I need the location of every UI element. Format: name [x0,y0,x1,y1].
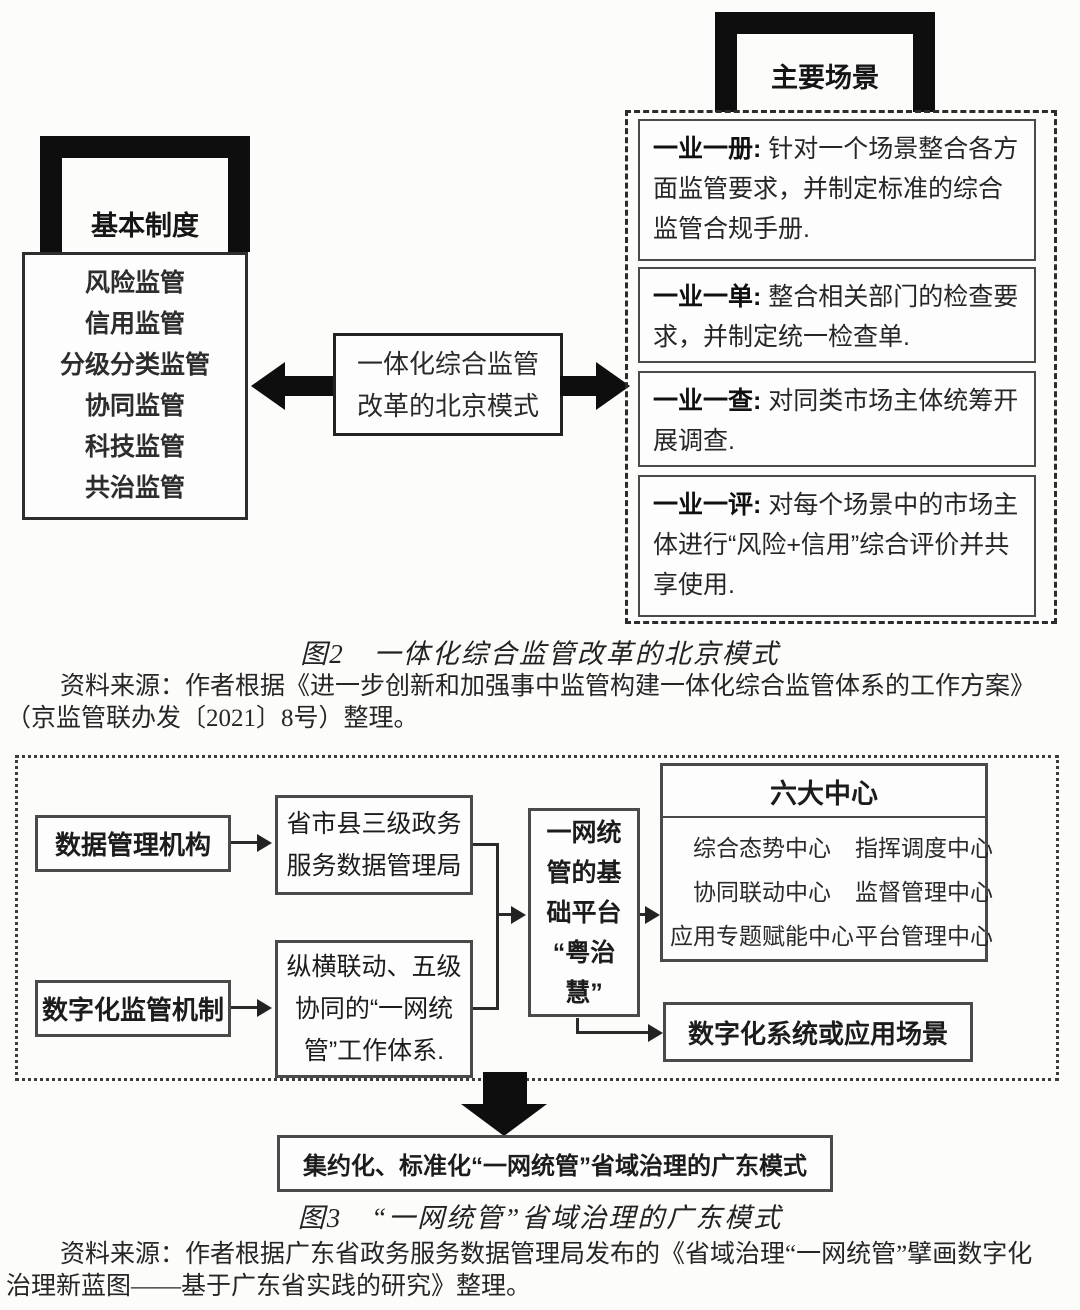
yuezhihui-platform-box: 一网统 管的基 础平台 “粤治 慧” [528,808,640,1017]
basic-system-bracket [40,136,250,252]
center-item: 应用专题赋能中心 [670,923,854,949]
connector-line [231,841,259,844]
main-scenarios-bracket [715,12,935,112]
arrow-right-icon [648,1024,663,1042]
digital-regulation-mechanism-box: 数字化监管机制 [35,980,231,1037]
scenario-term: 一业一册: [653,135,762,163]
institution-item: 科技监管 [84,433,185,461]
guangdong-model-result-box: 集约化、标准化“一网统管”省域治理的广东模式 [277,1135,833,1192]
digital-systems-box: 数字化系统或应用场景 [663,1002,973,1062]
beijing-model-line: 改革的北京模式 [356,390,539,421]
scenario-term: 一业一查: [653,387,762,415]
center-item: 平台管理中心 [855,923,993,949]
connector-line [496,913,513,916]
connector-line [576,1018,579,1034]
thick-arrow-down-shaft [483,1072,527,1106]
box-line: 管”工作体系. [303,1037,445,1065]
center-item: 监督管理中心 [855,879,993,905]
scenario-box-yiyeyidan: 一业一单: 整合相关部门的检查要求，并制定统一检查单. [638,267,1036,363]
figure3-source-line2: 治理新蓝图——基于广东省实践的研究》整理。 [6,1273,532,1300]
figure2-source-line2: （京监管联办发〔2021〕8号）整理。 [6,705,419,732]
institution-item: 分级分类监管 [59,351,210,379]
institution-item: 风险监管 [84,269,185,297]
thick-arrow-right-icon [596,362,630,410]
scenario-box-yiyeyice: 一业一册: 针对一个场景整合各方面监管要求，并制定标准的综合监管合规手册. [638,119,1036,261]
basic-institutions-box: 风险监管 信用监管 分级分类监管 协同监管 科技监管 共治监管 [22,252,248,520]
one-network-work-system-box: 纵横联动、五级 协同的“一网统 管”工作体系. [275,940,473,1078]
scenario-desc: 对每个场景中的市场主体进行“风险+信用”综合评价并共享使用. [653,491,1019,599]
thick-arrow-right-shaft [560,376,598,396]
beijing-model-line: 一体化综合监管 [356,348,539,379]
institution-item: 共治监管 [84,474,185,502]
scenario-box-yiyeyiping: 一业一评: 对每个场景中的市场主体进行“风险+信用”综合评价并共享使用. [638,475,1036,617]
figure3-source-line1: 资料来源：作者根据广东省政务服务数据管理局发布的《省域治理“一网统管”擘画数字化 [60,1241,1033,1268]
scenarios-container: 一业一册: 针对一个场景整合各方面监管要求，并制定标准的综合监管合规手册. 一业… [625,110,1057,624]
scenario-desc: 整合相关部门的检查要求，并制定统一检查单. [653,283,1019,351]
scenario-term: 一业一评: [653,491,762,519]
box-line: 纵横联动、五级 [286,953,462,981]
thick-arrow-left-shaft [283,376,335,396]
figure2-source-line1: 资料来源：作者根据《进一步创新和加强事中监管构建一体化综合监管体系的工作方案》 [60,673,1036,700]
center-item: 指挥调度中心 [855,835,993,861]
basic-system-label: 基本制度 [91,211,199,241]
box-line: 省市县三级政务 [286,810,462,838]
figure3-caption: 图3 “一网统管”省域治理的广东模式 [297,1203,783,1233]
six-centers-grid: 综合态势中心 指挥调度中心 协同联动中心 监督管理中心 应用专题赋能中心 平台管… [663,818,993,958]
guangdong-model-container [15,755,1059,1081]
thick-arrow-left-icon [251,362,285,410]
thick-arrow-down-icon [461,1104,547,1136]
data-management-org-box: 数据管理机构 [35,815,231,872]
province-city-county-box: 省市县三级政务 服务数据管理局 [275,795,473,895]
arrow-right-icon [257,834,272,852]
platform-line: 慧” [565,978,603,1007]
figure2-caption: 图2 一体化综合监管改革的北京模式 [300,639,780,669]
connector-line [640,913,648,916]
main-scenarios-label: 主要场景 [771,63,879,93]
arrow-right-icon [511,906,526,924]
center-item: 协同联动中心 [693,879,831,905]
connector-line [231,1006,259,1009]
scenario-term: 一业一单: [653,283,762,311]
connector-line [473,1007,499,1010]
arrow-right-icon [257,999,272,1017]
beijing-model-box: 一体化综合监管 改革的北京模式 [333,333,563,436]
platform-line: 管的基 [546,858,622,887]
connector-line [496,843,499,1010]
scenario-desc: 对同类市场主体统筹开展调查. [653,387,1019,455]
six-centers-box: 六大中心 综合态势中心 指挥调度中心 协同联动中心 监督管理中心 应用专题赋能中… [660,763,993,962]
connector-line [576,1031,650,1034]
center-item: 综合态势中心 [693,835,831,861]
scenario-box-yiyeyicha: 一业一查: 对同类市场主体统筹开展调查. [638,371,1036,467]
scenario-desc: 针对一个场景整合各方面监管要求，并制定标准的综合监管合规手册. [653,135,1019,243]
box-line: 服务数据管理局 [286,852,462,880]
box-line: 协同的“一网统 [294,995,454,1023]
six-centers-title: 六大中心 [663,766,985,818]
arrow-right-icon [645,906,660,924]
connector-line [473,843,499,846]
platform-line: 一网统 [546,818,622,847]
platform-line: “粤治 [552,938,616,967]
platform-line: 础平台 [546,898,622,927]
institution-item: 信用监管 [84,310,185,338]
institution-item: 协同监管 [84,392,185,420]
